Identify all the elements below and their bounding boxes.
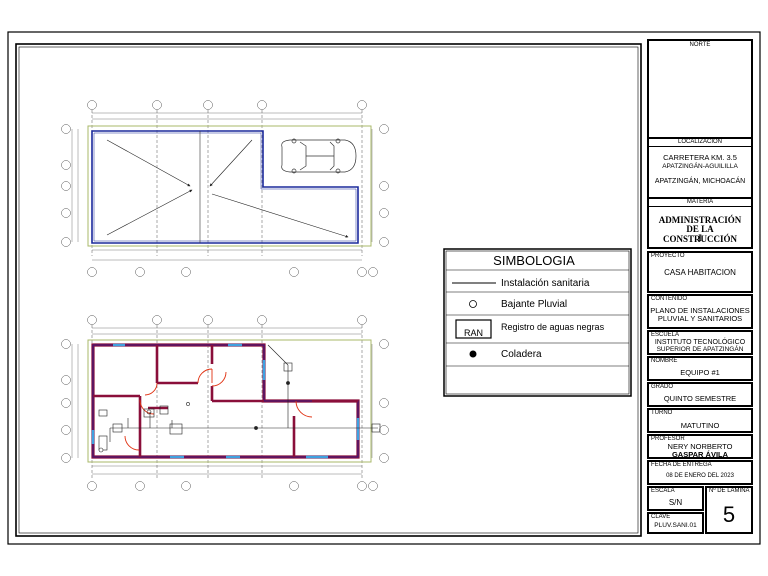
shift-label: TURNO xyxy=(651,410,673,416)
subject-line: DE LA CONSTRUCCIÓN xyxy=(662,224,737,244)
windows xyxy=(91,343,360,459)
sheet-outer-border xyxy=(7,31,761,545)
scale-value: S/N xyxy=(668,498,683,507)
sanitary-plan xyxy=(61,315,389,491)
bajante-pluvial-symbol xyxy=(469,300,477,308)
symbology-item-label: Instalación sanitaria xyxy=(501,278,590,289)
sheet-number-label: Nº DE LAMINA xyxy=(709,488,750,494)
subject-label: MATERIA xyxy=(686,199,714,205)
school-box: ESCUELA INSTITUTO TECNOLÓGICO SUPERIOR D… xyxy=(647,330,753,355)
sheet-number-value: 5 xyxy=(722,502,736,527)
symbology-item-label: Registro de aguas negras xyxy=(501,322,605,332)
team-value: EQUIPO #1 xyxy=(680,368,720,377)
scale-box: ESCALA S/N xyxy=(647,486,704,511)
shift-box: TURNO MATUTINO xyxy=(647,408,753,433)
doors xyxy=(124,368,313,451)
content-line: PLUVIAL Y SANITARIOS xyxy=(657,314,743,323)
team-label: NOMBRE xyxy=(651,358,678,364)
coladera-symbol xyxy=(469,350,477,358)
symbology-table: SIMBOLOGIA Instalación sanitaria Bajante… xyxy=(443,248,632,397)
school-line: SUPERIOR DE APATZINGÁN xyxy=(656,346,744,353)
key-box: CLAVE PLUV.SANI.01 xyxy=(647,512,704,534)
shift-value: MATUTINO xyxy=(680,421,720,430)
teacher-box: PROFESOR NERY NORBERTO GASPAR ÁVILA xyxy=(647,434,753,459)
location-label: LOCALIZACION xyxy=(677,139,722,145)
key-label: CLAVE xyxy=(651,514,671,520)
location-line: CARRETERA KM. 3.5 xyxy=(663,153,737,162)
team-box: NOMBRE EQUIPO #1 xyxy=(647,356,753,381)
scale-label: ESCALA xyxy=(651,488,675,494)
symbology-item-label: Bajante Pluvial xyxy=(501,299,567,310)
grid-axes-bottom-plan xyxy=(61,315,389,491)
project-box: PROYECTO CASA HABITACION xyxy=(647,251,753,293)
drawing-area-border xyxy=(15,43,642,537)
roof-lot-line xyxy=(87,125,372,247)
sheet-number-box: Nº DE LAMINA 5 xyxy=(705,486,753,534)
location-line: APATZINGÁN-AGUILILLA xyxy=(662,163,738,170)
teacher-line: NERY NORBERTO xyxy=(667,442,733,451)
content-box: CONTENIDO PLANO DE INSTALACIONES PLUVIAL… xyxy=(647,294,753,329)
location-line: APATZINGÁN, MICHOACÁN xyxy=(654,178,746,185)
school-label: ESCUELA xyxy=(651,332,680,338)
location-box: LOCALIZACION CARRETERA KM. 3.5 APATZINGÁ… xyxy=(647,137,753,199)
subject-line: ADMINISTRACIÓN xyxy=(658,215,742,225)
project-label: PROYECTO xyxy=(651,253,685,259)
content-line: PLANO DE INSTALACIONES xyxy=(650,306,750,315)
teacher-line: GASPAR ÁVILA xyxy=(671,450,729,459)
key-value: PLUV.SANI.01 xyxy=(654,522,697,529)
grade-label: GRADO xyxy=(651,384,674,390)
teacher-label: PROFESOR xyxy=(651,436,685,442)
content-label: CONTENIDO xyxy=(651,296,687,302)
north-box: NORTE xyxy=(647,39,753,147)
lot-line xyxy=(87,339,372,463)
north-label: NORTE xyxy=(689,42,711,48)
subject-line: I xyxy=(698,233,702,243)
date-value: 08 DE ENERO DEL 2023 xyxy=(666,473,734,479)
fixtures xyxy=(98,362,381,451)
registro-symbol-text: RAN xyxy=(464,328,483,338)
subject-box: MATERIA ADMINISTRACIÓN DE LA CONSTRUCCIÓ… xyxy=(647,197,753,249)
school-line: INSTITUTO TECNOLÓGICO xyxy=(654,339,746,346)
date-box: FECHA DE ENTREGA 08 DE ENERO DEL 2023 xyxy=(647,460,753,485)
drawing-area-inner-border xyxy=(18,46,639,534)
registro-symbol xyxy=(455,319,492,339)
roof-outline xyxy=(91,130,359,244)
project-value: CASA HABITACION xyxy=(664,268,736,277)
symbology-title: SIMBOLOGIA xyxy=(493,253,575,268)
date-label: FECHA DE ENTREGA xyxy=(651,462,712,468)
drain-points xyxy=(98,381,290,453)
walls xyxy=(91,343,360,459)
grade-box: GRADO QUINTO SEMESTRE xyxy=(647,382,753,407)
car-symbol xyxy=(281,138,357,174)
roof-plan xyxy=(61,100,389,277)
grade-value: QUINTO SEMESTRE xyxy=(663,394,737,403)
symbology-item-label: Coladera xyxy=(501,349,542,360)
